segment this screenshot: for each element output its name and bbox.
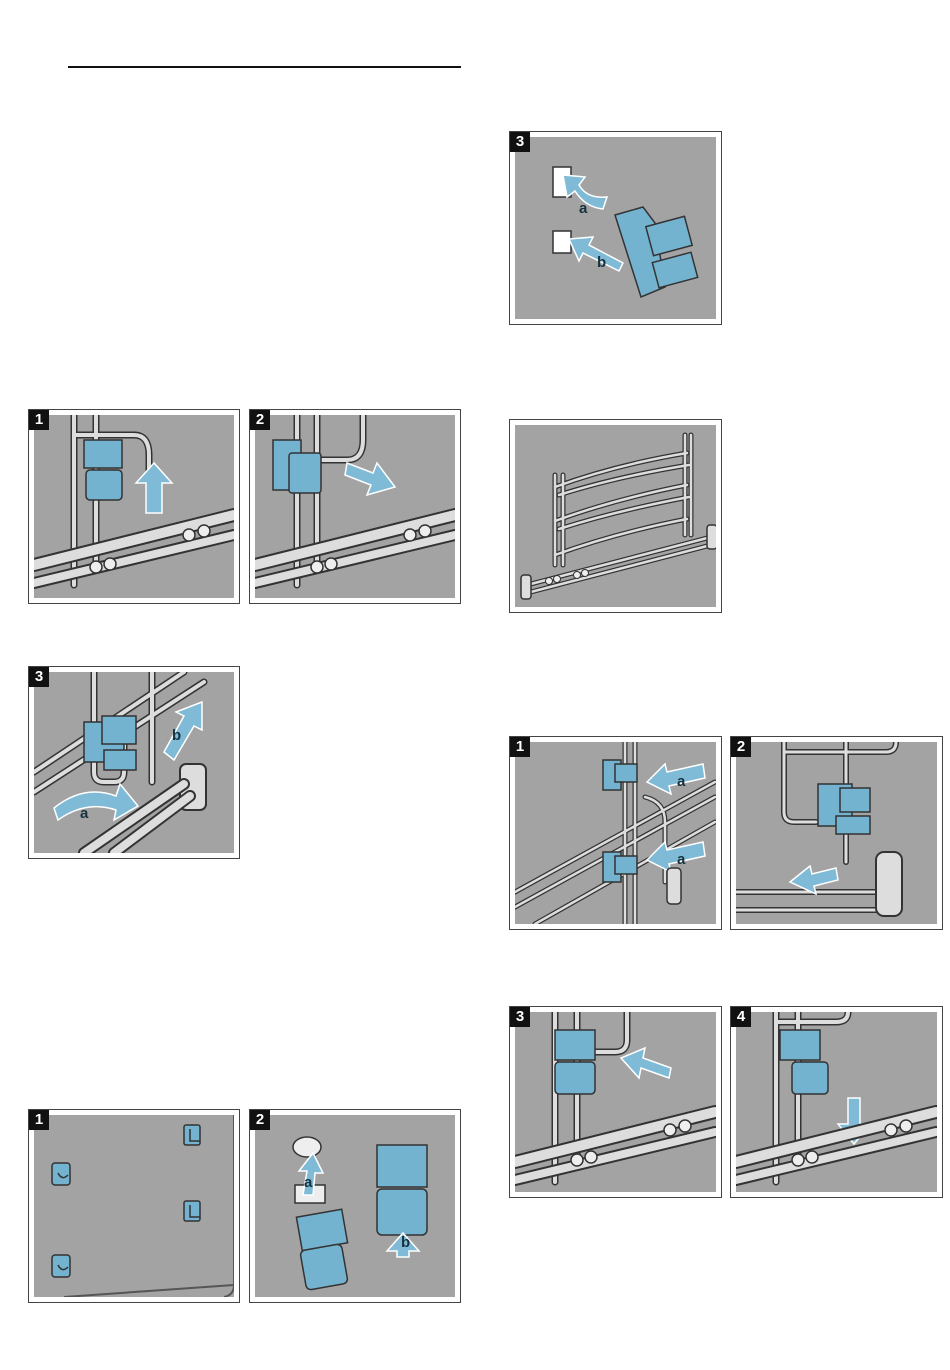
step-number-badge: 1 bbox=[29, 1110, 49, 1130]
rail-clip-illustration: b a bbox=[34, 672, 234, 853]
figure-clip-step-1: 1 bbox=[28, 1109, 240, 1303]
rail-fitting-illustration bbox=[515, 1012, 716, 1192]
figure-fitting-step-3: 3 bbox=[509, 1006, 722, 1198]
step-number-badge: 4 bbox=[731, 1007, 751, 1027]
arrow-label-a: a bbox=[677, 851, 686, 868]
arrow-label-b: b bbox=[597, 254, 606, 271]
arrow-label-b: b bbox=[401, 1234, 410, 1251]
a-arrow-icon bbox=[54, 784, 138, 820]
left-arrow-icon bbox=[621, 1048, 671, 1078]
step-number-badge: 3 bbox=[29, 667, 49, 687]
step-number-badge: 1 bbox=[29, 410, 49, 430]
figure-removal-step-2: 2 bbox=[249, 409, 461, 604]
step-number-badge: 1 bbox=[510, 737, 530, 757]
step-number-badge: 3 bbox=[510, 132, 530, 152]
figure-fitting-step-1: 1 a a bbox=[509, 736, 722, 930]
oven-wall-clips-illustration bbox=[34, 1115, 234, 1297]
arrow-label-a: a bbox=[80, 805, 89, 822]
figure-removal-step-1: 1 bbox=[28, 409, 240, 604]
clip-detail-illustration: a b bbox=[255, 1115, 455, 1297]
step-number-badge: 3 bbox=[510, 1007, 530, 1027]
rail-clip-illustration bbox=[255, 415, 455, 598]
figure-fitting-step-2: 2 bbox=[730, 736, 943, 930]
rail-clip-illustration bbox=[34, 415, 234, 598]
rail-fitting-illustration bbox=[736, 742, 937, 924]
clip-insert-illustration: a b bbox=[515, 137, 716, 319]
figure-shelf-rack bbox=[509, 419, 722, 613]
figure-clip-step-2: 2 a b bbox=[249, 1109, 461, 1303]
rail-fitting-illustration: a a bbox=[515, 742, 716, 924]
step-number-badge: 2 bbox=[250, 1110, 270, 1130]
figure-fitting-step-4: 4 bbox=[730, 1006, 943, 1198]
arrow-label-b: b bbox=[172, 727, 181, 744]
step-number-badge: 2 bbox=[731, 737, 751, 757]
step-number-badge: 2 bbox=[250, 410, 270, 430]
arrow-label-a: a bbox=[579, 200, 588, 217]
header-rule bbox=[68, 66, 461, 68]
figure-clip-insert-step-3: 3 a b bbox=[509, 131, 722, 325]
b-arrow-icon bbox=[569, 237, 623, 271]
figure-removal-step-3: 3 b a bbox=[28, 666, 240, 859]
up-arrow-icon bbox=[136, 463, 172, 513]
arrow-label-a: a bbox=[304, 1174, 313, 1191]
right-arrow-icon bbox=[345, 463, 395, 495]
shelf-rack-illustration bbox=[515, 425, 716, 607]
arrow-label-a: a bbox=[677, 773, 686, 790]
rail-fitting-illustration bbox=[736, 1012, 937, 1192]
b-arrow-icon bbox=[164, 702, 202, 760]
